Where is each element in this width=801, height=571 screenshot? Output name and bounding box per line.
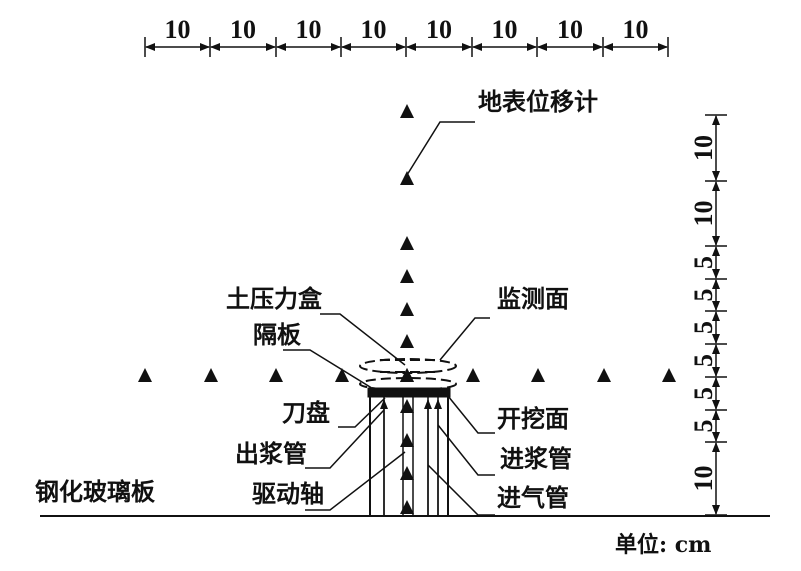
sensor-triangle — [400, 466, 414, 480]
shield-body — [369, 395, 449, 517]
label-excavation-face: 开挖面 — [497, 404, 569, 433]
sensor-triangle — [400, 399, 414, 413]
dim-label-right: 10 — [689, 466, 718, 492]
label-drive-shaft: 驱动轴 — [252, 479, 324, 508]
dim-label-top: 10 — [492, 15, 518, 44]
label-slurry-outlet: 出浆管 — [235, 439, 307, 468]
label-cutter-head: 刀盘 — [282, 398, 330, 427]
sensor-triangle — [138, 368, 152, 382]
leader-earth-pressure — [320, 313, 406, 366]
sensor-triangle — [400, 236, 414, 250]
leader-cutter — [338, 397, 386, 428]
cutter-head — [367, 387, 451, 398]
dim-label-right: 5 — [689, 387, 718, 400]
leader-drive-shaft — [305, 451, 406, 511]
leader-monitoring — [439, 317, 490, 361]
sensor-triangle — [400, 433, 414, 447]
leader-partition — [283, 349, 376, 391]
dim-label-top: 10 — [557, 15, 583, 44]
sensor-group — [138, 104, 676, 514]
dim-label-right: 5 — [689, 321, 718, 334]
leader-air-in — [427, 464, 495, 516]
monitoring-plane-lower — [359, 377, 457, 391]
right-dimension-line — [705, 114, 727, 516]
sensor-triangle — [400, 269, 414, 283]
sensor-triangle — [466, 368, 480, 382]
leader-excavation — [447, 395, 495, 434]
label-slurry-inlet: 进浆管 — [500, 444, 572, 473]
dim-label-right: 5 — [689, 420, 718, 433]
dim-label-top: 10 — [361, 15, 387, 44]
sensor-triangle — [335, 368, 349, 382]
dim-label-top: 10 — [165, 15, 191, 44]
dim-label-right: 5 — [689, 289, 718, 302]
sensor-triangle — [400, 171, 414, 185]
sensor-triangle — [269, 368, 283, 382]
unit-label: 单位: cm — [615, 532, 711, 558]
dim-label-right: 5 — [689, 256, 718, 269]
leader-slurry-out — [305, 409, 385, 469]
label-glass-plate: 钢化玻璃板 — [35, 477, 156, 506]
sensor-triangle — [204, 368, 218, 382]
sensor-triangle — [400, 368, 414, 382]
top-dimension-line — [144, 37, 669, 57]
sensor-triangle — [597, 368, 611, 382]
sensor-triangle — [400, 302, 414, 316]
sensor-triangle — [400, 104, 414, 118]
dim-label-top: 10 — [623, 15, 649, 44]
label-air-inlet: 进气管 — [497, 483, 569, 512]
label-earth-pressure-cell: 土压力盒 — [226, 284, 323, 313]
sensor-triangle — [400, 500, 414, 514]
sensor-triangle — [662, 368, 676, 382]
label-monitoring-plane: 监测面 — [497, 284, 569, 313]
dim-label-right: 5 — [689, 354, 718, 367]
dim-label-right: 10 — [689, 201, 718, 227]
dim-label-top: 10 — [296, 15, 322, 44]
dim-label-top: 10 — [426, 15, 452, 44]
dim-label-right: 10 — [689, 135, 718, 161]
leader-slurry-in — [437, 424, 495, 476]
sensor-triangle — [400, 334, 414, 348]
label-surface-gauge: 地表位移计 — [478, 87, 598, 116]
leader-surface-gauge — [406, 121, 475, 176]
sensor-triangle — [531, 368, 545, 382]
shield-machine — [359, 358, 457, 517]
label-partition: 隔板 — [253, 320, 302, 349]
dim-label-top: 10 — [230, 15, 256, 44]
leader-lines — [283, 121, 495, 516]
